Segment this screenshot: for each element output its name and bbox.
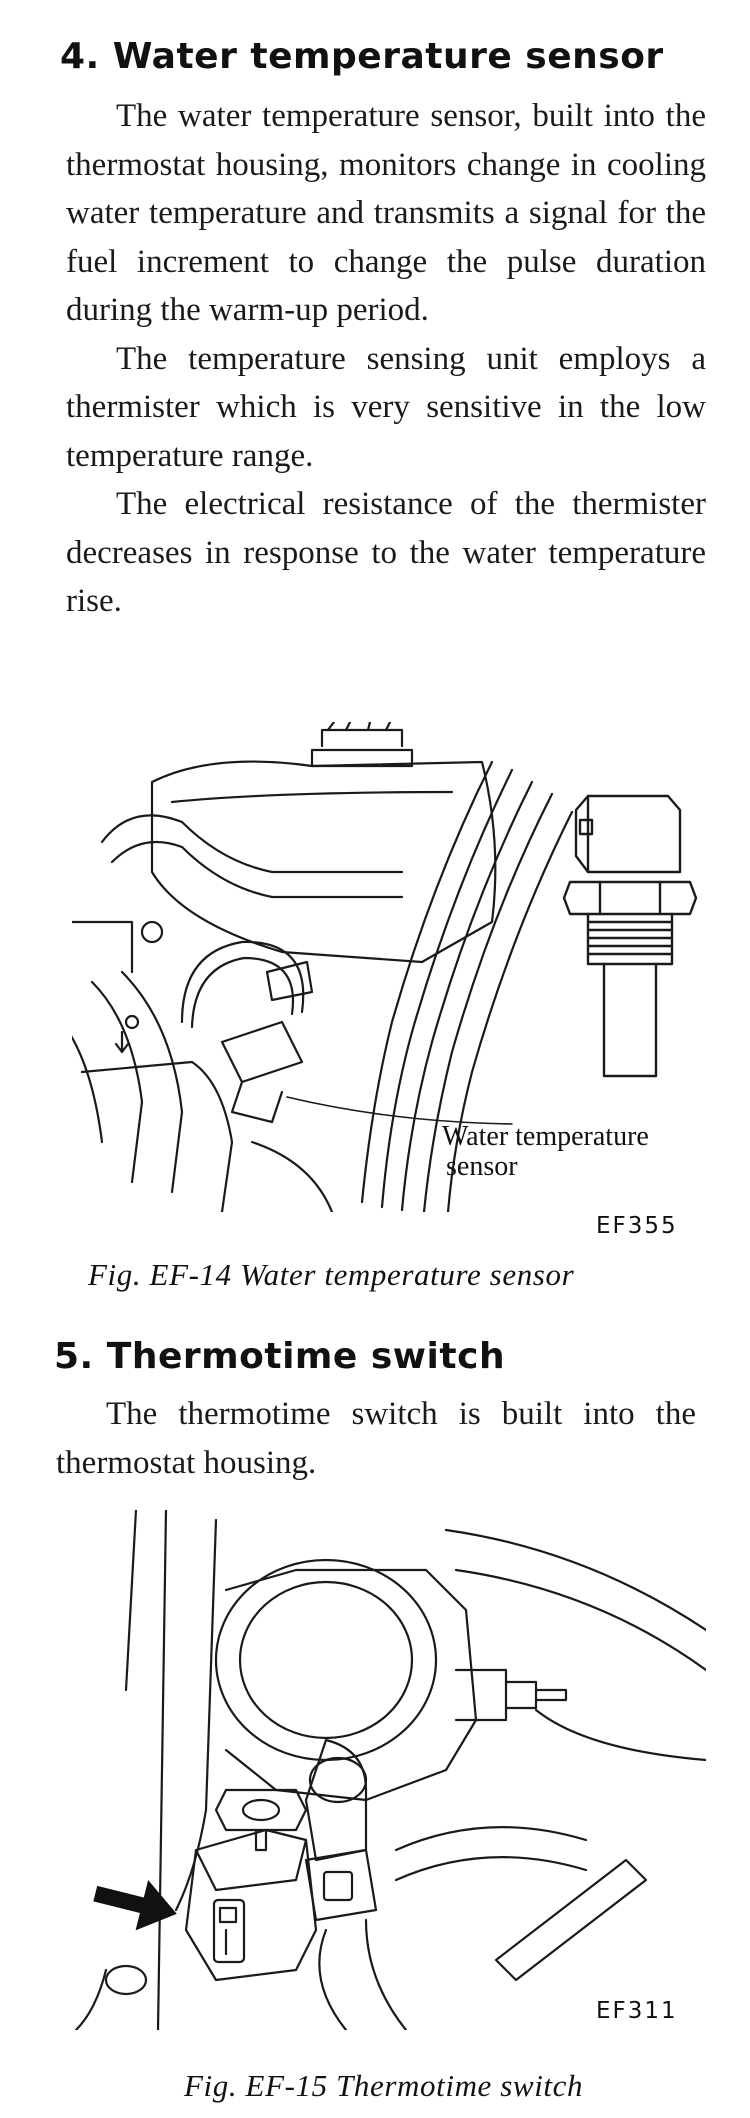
engine-bay-illustration — [72, 722, 712, 1212]
section-4-paragraph-1: The water temperature sensor, built into… — [66, 98, 706, 328]
figure-caption-ef-14: Fig. EF-14 Water temperature sensor — [88, 1257, 575, 1292]
figure-code-ef311: EF311 — [596, 1998, 678, 2024]
section-5-body: The thermotime switch is built into the … — [56, 1390, 696, 1487]
thermotime-switch-illustration — [66, 1510, 706, 2030]
section-4-body: The water temperature sensor, built into… — [66, 92, 706, 626]
callout-water-temperature-sensor-line-1: Water temperature — [442, 1121, 649, 1152]
callout-water-temperature-sensor-line-2: sensor — [446, 1151, 518, 1182]
pointer-arrow-icon — [92, 1872, 182, 1932]
section-5-heading: 5. Thermotime switch — [54, 1336, 506, 1377]
sensor-detail-illustration — [560, 786, 700, 1086]
figure-caption-ef-15: Fig. EF-15 Thermotime switch — [184, 2068, 584, 2103]
figure-code-ef355: EF355 — [596, 1213, 678, 1239]
section-5-paragraph-1: The thermotime switch is built into the … — [56, 1396, 696, 1481]
section-4-heading: 4. Water temperature sensor — [60, 36, 664, 77]
section-4-paragraph-2: The temperature sensing unit employs a t… — [66, 340, 706, 474]
section-4-paragraph-3: The electrical resistance of the thermis… — [66, 486, 706, 619]
